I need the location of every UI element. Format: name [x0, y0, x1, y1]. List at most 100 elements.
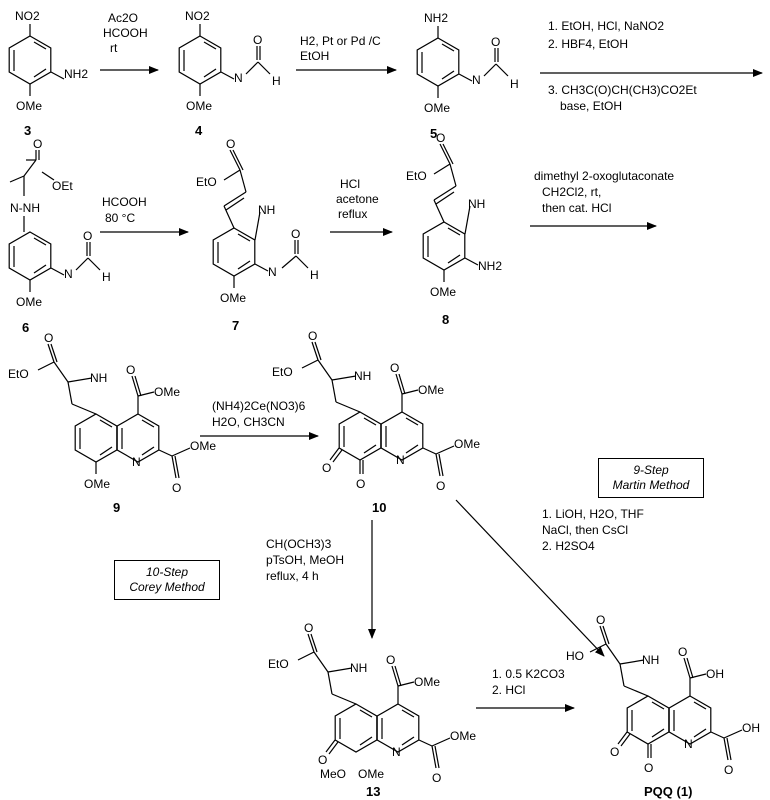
step2-reagent-1: H2, Pt or Pd /C — [300, 34, 381, 48]
step4-reagent-1: HCOOH — [102, 195, 147, 209]
meo-group: MeO — [320, 767, 346, 781]
o-group: O — [436, 479, 445, 493]
compound-10-structure: O EtO NH O OMe N O OMe O O 10 — [272, 329, 480, 515]
step5-reagent-1: HCl — [340, 177, 360, 191]
step3-reagent-4: base, EtOH — [560, 99, 622, 113]
nh-group: NH — [468, 197, 485, 211]
nh-group: N — [472, 73, 481, 87]
o-group: O — [304, 621, 313, 635]
o-group: O — [436, 131, 445, 145]
compound-3-structure: NO2 NH2 OMe 3 — [8, 9, 88, 138]
step3-reagent-1: 1. EtOH, HCl, NaNO2 — [548, 19, 664, 33]
o-group: O — [678, 645, 687, 659]
o-group: O — [126, 363, 135, 377]
nh2-group: NH2 — [478, 259, 502, 273]
nh-group: NH — [642, 653, 659, 667]
step8-reagent-3: 2. H2SO4 — [542, 539, 595, 553]
ome-group: OMe — [358, 767, 384, 781]
n-group: N — [392, 745, 401, 759]
compound-label-13: 13 — [366, 784, 380, 799]
hn-group: N — [268, 265, 277, 279]
o-group: O — [44, 331, 53, 345]
o-group: O — [308, 329, 317, 343]
nh-group: NH — [258, 203, 275, 217]
step7-reagent-2: H2O, CH3CN — [212, 415, 285, 429]
oh-group: OH — [706, 667, 724, 681]
ome-group: OMe — [186, 99, 212, 113]
o-group: O — [610, 745, 619, 759]
h-group: H — [272, 74, 281, 88]
nh-group: NH — [354, 369, 371, 383]
ho-group: HO — [566, 649, 584, 663]
ome-group: OMe — [430, 285, 456, 299]
compound-label-6: 6 — [22, 320, 29, 335]
step10-reagent-2: 2. HCl — [492, 683, 525, 697]
compound-label-7: 7 — [232, 318, 239, 333]
martin-line-1: 9-Step — [633, 463, 669, 477]
o-group: O — [356, 477, 365, 491]
step5-reagent-2: acetone — [336, 192, 379, 206]
o-group: O — [33, 137, 42, 151]
eto-group: EtO — [272, 365, 293, 379]
step8-reagent-1: 1. LiOH, H2O, THF — [542, 507, 644, 521]
eto-group: EtO — [196, 175, 217, 189]
pqq-structure: O HO NH O OH N O OH O O PQQ (1) — [566, 613, 760, 799]
compound-label-3: 3 — [24, 123, 31, 138]
ome-group: OMe — [190, 439, 216, 453]
step6-reagent-3: then cat. HCl — [542, 201, 611, 215]
step8-reagent-2: NaCl, then CsCl — [542, 523, 628, 537]
martin-line-2: Martin Method — [612, 478, 690, 492]
corey-line-1: 10-Step — [145, 565, 189, 579]
step5-reagent-3: reflux — [338, 207, 367, 221]
step10-reagent-1: 1. 0.5 K2CO3 — [492, 667, 565, 681]
step1-reagent-1: Ac2O — [108, 11, 138, 25]
o-group: O — [291, 227, 300, 241]
step6-reagent-1: dimethyl 2-oxoglutaconate — [534, 169, 674, 183]
o-group: O — [322, 461, 331, 475]
o-group: O — [83, 229, 92, 243]
compound-4-structure: NO2 N O H OMe 4 — [178, 9, 281, 138]
compound-13-structure: O EtO NH O OMe N O OMe O MeO OMe 13 — [268, 621, 476, 799]
compound-label-4: 4 — [195, 123, 203, 138]
n-nh-group: N-NH — [10, 201, 40, 215]
nh-group: NH — [90, 371, 107, 385]
compound-label-9: 9 — [113, 500, 120, 515]
o-group: O — [724, 763, 733, 777]
step4-reagent-2: 80 °C — [105, 211, 135, 225]
compound-label-10: 10 — [372, 500, 386, 515]
compound-6-structure: O OEt N-NH N O H OMe 6 — [8, 137, 111, 335]
nh-group: N — [64, 267, 73, 281]
arrow-step-8 — [455, 499, 605, 657]
ome-group: OMe — [16, 295, 42, 309]
ome-group: OMe — [450, 729, 476, 743]
eto-group: EtO — [8, 367, 29, 381]
o-group: O — [596, 613, 605, 627]
compound-label-pqq: PQQ (1) — [644, 784, 692, 799]
eto-group: EtO — [406, 169, 427, 183]
o-group: O — [226, 137, 235, 151]
step2-reagent-2: EtOH — [300, 49, 329, 63]
n-group: N — [684, 737, 693, 751]
step9-reagent-3: reflux, 4 h — [266, 569, 319, 583]
compound-8-structure: O EtO NH NH2 OMe 8 — [406, 131, 502, 327]
n-group: N — [396, 453, 405, 467]
o-group: O — [390, 361, 399, 375]
o-group: O — [491, 35, 500, 49]
step9-reagent-2: pTsOH, MeOH — [266, 553, 344, 567]
step1-reagent-2: HCOOH — [103, 26, 148, 40]
ome-group: OMe — [16, 99, 42, 113]
nh-group: NH — [350, 661, 367, 675]
ome-group: OMe — [418, 383, 444, 397]
o-group: O — [172, 481, 181, 495]
ome-group: OMe — [454, 437, 480, 451]
ome-group: OMe — [414, 675, 440, 689]
nh2-group: NH2 — [424, 11, 448, 25]
h-group: H — [310, 268, 319, 282]
ome-group: OMe — [84, 477, 110, 491]
eto-group: EtO — [268, 657, 289, 671]
oh-group: OH — [742, 721, 760, 735]
corey-method-box: 10-Step Corey Method — [114, 560, 220, 600]
step3-reagent-3: 3. CH3C(O)CH(CH3)CO2Et — [548, 83, 697, 97]
ome-group: OMe — [220, 291, 246, 305]
